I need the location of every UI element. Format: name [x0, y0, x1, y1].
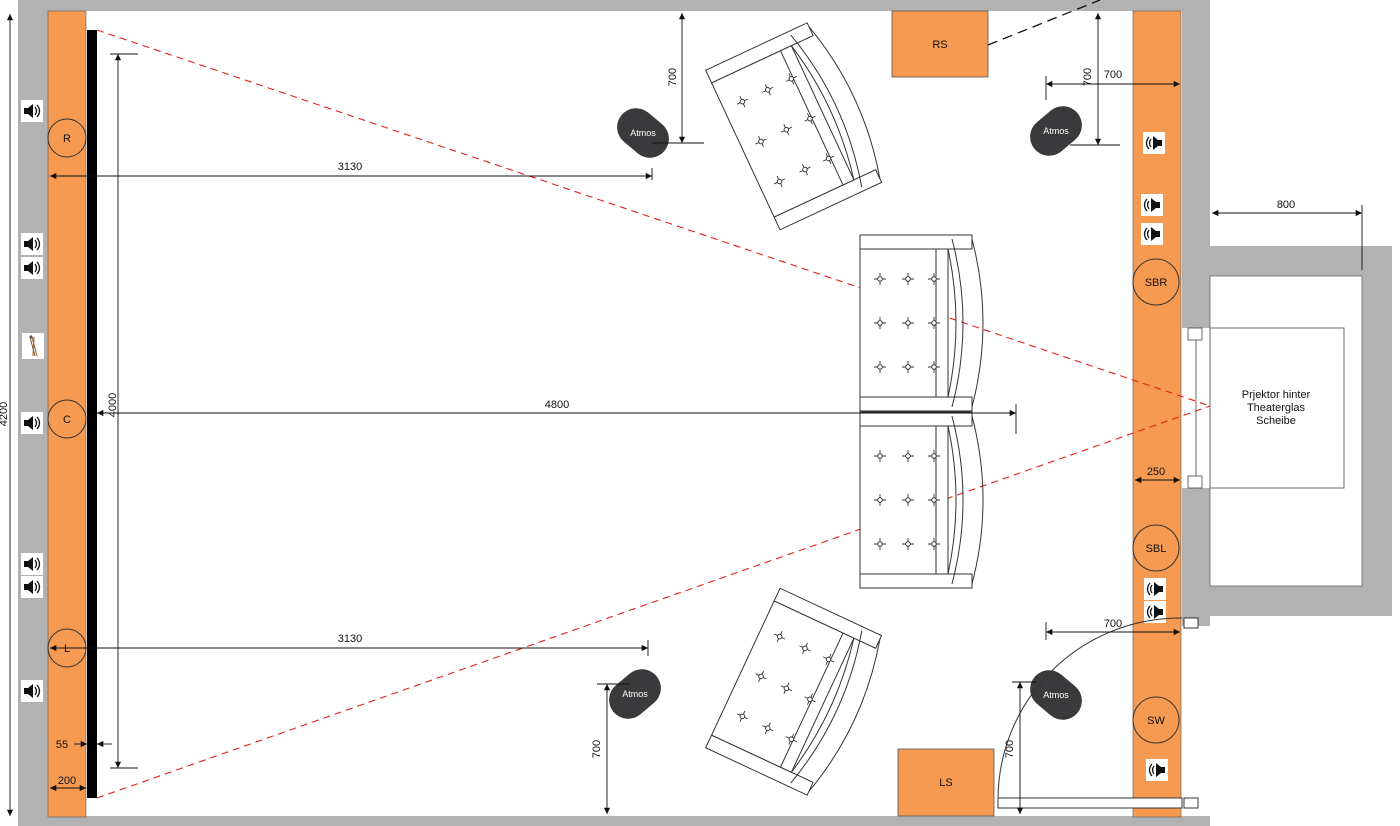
speaker-icon: [20, 256, 44, 280]
dim-screen-gap: 55: [56, 739, 68, 751]
dim-atmos-top-right: 700: [1082, 68, 1094, 86]
speaker-center: C: [47, 399, 87, 439]
back-wall-panel: [1132, 10, 1182, 818]
speaker-left-label: L: [64, 643, 70, 655]
speaker-sw-label: SW: [1147, 715, 1165, 727]
dim-atmos-top-left: 700: [667, 68, 679, 86]
projector-booth: Prjektor hinter Theaterglas Scheibe: [1187, 327, 1345, 489]
atmos-label: Atmos: [622, 689, 648, 699]
speaker-icon: [1142, 131, 1166, 155]
speaker-icon: [1140, 193, 1164, 217]
atmos-label: Atmos: [630, 128, 656, 138]
dimension-labels: 4200 4000 4800 3130 3130 700 700 700 800…: [0, 68, 1295, 787]
speaker-center-label: C: [63, 414, 71, 426]
speaker-icon: [1145, 758, 1169, 782]
speaker-icon: [1140, 222, 1164, 246]
dim-atmos-bottom-left: 700: [591, 740, 603, 758]
speaker-subwoofer: SW: [1132, 696, 1180, 744]
speaker-icon: [1143, 577, 1167, 601]
atmos-speaker-top-left: Atmos: [617, 108, 669, 158]
microphone-icon: [22, 333, 44, 359]
speaker-icon: [20, 575, 44, 599]
speaker-icon: [20, 232, 44, 256]
dim-back-panel: 250: [1147, 466, 1165, 478]
dim-booth-depth: 800: [1277, 199, 1295, 211]
booth-label-line2: Theaterglas: [1247, 402, 1306, 414]
booth-label-line3: Scheibe: [1256, 415, 1296, 427]
speaker-surround-back-right: SBR: [1132, 258, 1180, 306]
rear-right-cable: [987, 0, 1101, 46]
speaker-rear-right: RS: [891, 10, 989, 78]
atmos-speaker-bottom-left: Atmos: [609, 669, 661, 719]
speaker-surround-back-left: SBL: [1132, 524, 1180, 572]
speaker-sbl-label: SBL: [1146, 543, 1167, 555]
speaker-rs-label: RS: [932, 39, 947, 51]
atmos-label: Atmos: [1043, 690, 1069, 700]
speaker-icon: [20, 99, 44, 123]
speaker-icon: [20, 679, 44, 703]
speaker-right: R: [47, 118, 87, 158]
sight-lines: [96, 29, 1211, 799]
dim-view-distance: 4800: [545, 399, 569, 411]
dim-front-right: 3130: [338, 161, 362, 173]
atmos-speaker-bottom-right: Atmos: [1030, 670, 1082, 720]
dim-back-top: 700: [1104, 69, 1122, 81]
speaker-icon: [20, 552, 44, 576]
atmos-label: Atmos: [1043, 126, 1069, 136]
dimension-lines: [6, 13, 1363, 816]
dim-front-panel: 200: [58, 775, 76, 787]
speaker-right-label: R: [63, 133, 71, 145]
speaker-sbr-label: SBR: [1145, 277, 1168, 289]
atmos-speaker-top-right: Atmos: [1030, 106, 1082, 156]
projection-screen: [87, 30, 97, 798]
armchair-bottom: [706, 588, 892, 799]
dim-screen-width: 4000: [107, 393, 119, 417]
armchair-top: [706, 18, 892, 229]
booth-label-line1: Prjektor hinter: [1242, 389, 1311, 401]
sofa-seat-lower: [860, 412, 983, 588]
dim-atmos-bottom-right: 700: [1004, 740, 1016, 758]
dim-front-left: 3130: [338, 633, 362, 645]
speaker-rear-left: LS: [897, 748, 995, 817]
door: [997, 617, 1199, 809]
speaker-ls-label: LS: [939, 777, 952, 789]
dim-back-bottom: 700: [1104, 618, 1122, 630]
dim-room-height: 4200: [0, 402, 10, 426]
speaker-icon: [20, 411, 44, 435]
